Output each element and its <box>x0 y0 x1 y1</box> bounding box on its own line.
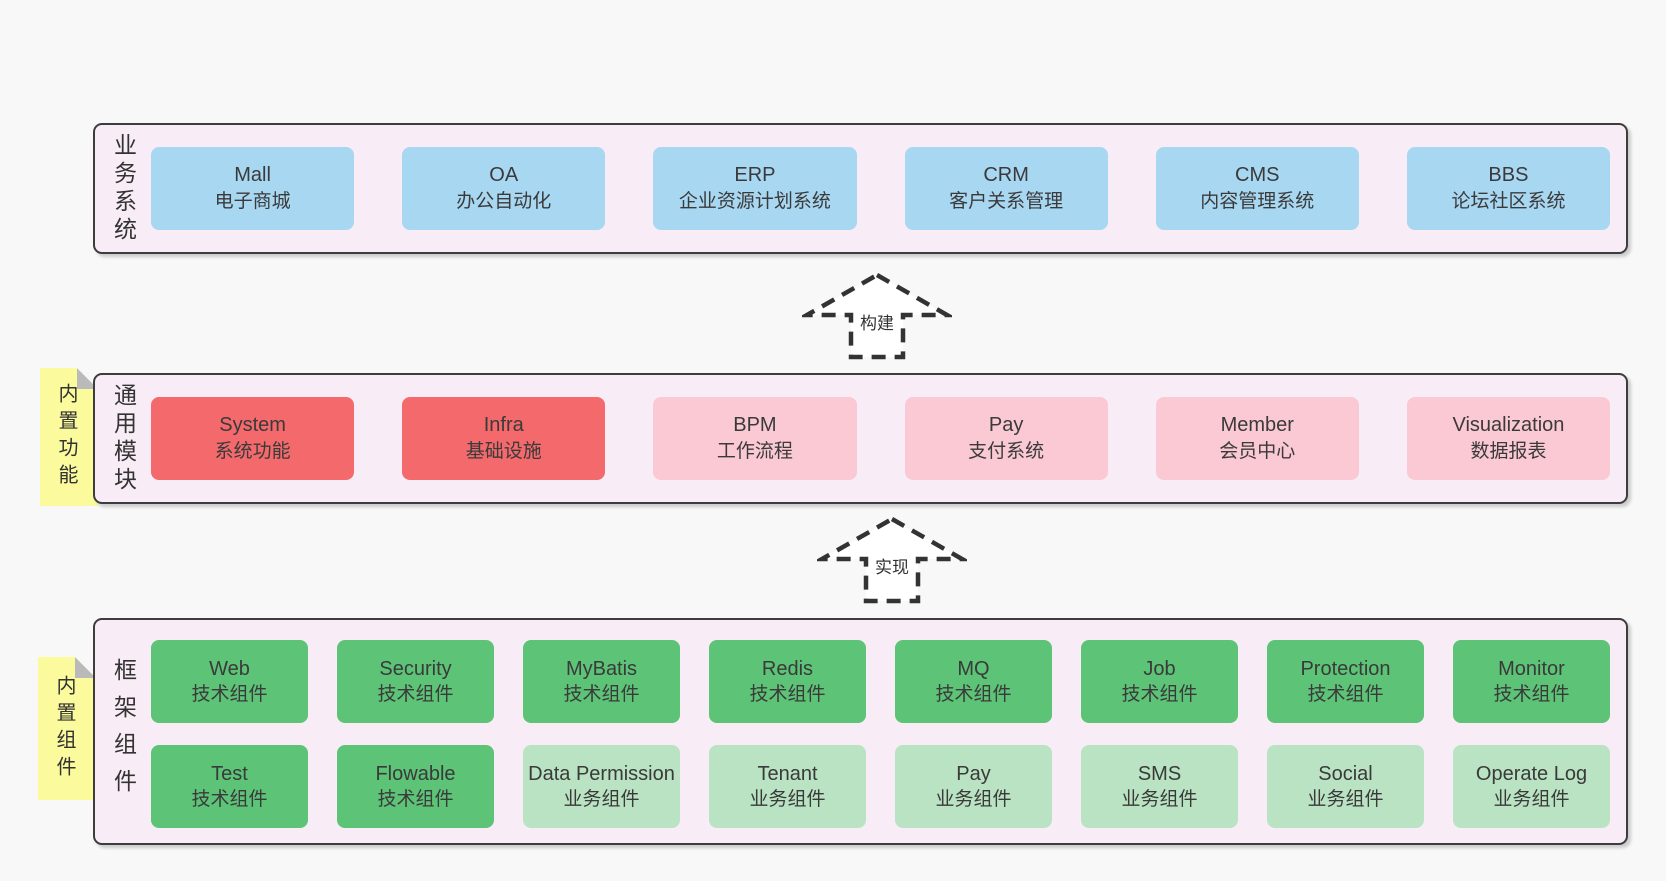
panel-label-common-modules: 通用模块 <box>110 382 137 495</box>
box-data-permission: Data Permission 业务组件 <box>523 745 680 828</box>
panel-business-systems: 业务系统 Mall 电子商城 OA 办公自动化 ERP 企业资源计划系统 CRM… <box>93 123 1628 254</box>
box-flowable: Flowable 技术组件 <box>337 745 494 828</box>
box-operate-log: Operate Log 业务组件 <box>1453 745 1610 828</box>
box-test: Test 技术组件 <box>151 745 308 828</box>
box-pay-biz: Pay 业务组件 <box>895 745 1052 828</box>
sticky-note-label: 内置功能 <box>55 383 77 491</box>
box-member: Member 会员中心 <box>1155 397 1359 480</box>
box-infra: Infra 基础设施 <box>402 397 606 480</box>
box-job: Job 技术组件 <box>1081 640 1238 723</box>
panel-label-framework-components: 框架组件 <box>110 657 137 806</box>
box-redis: Redis 技术组件 <box>709 640 866 723</box>
panel-label-business-systems: 业务系统 <box>110 132 137 245</box>
box-pay: Pay 支付系统 <box>904 397 1108 480</box>
box-monitor: Monitor 技术组件 <box>1453 640 1610 723</box>
box-security: Security 技术组件 <box>337 640 494 723</box>
box-bpm: BPM 工作流程 <box>653 397 857 480</box>
box-system: System 系统功能 <box>151 397 355 480</box>
business-boxes-row: Mall 电子商城 OA 办公自动化 ERP 企业资源计划系统 CRM 客户关系… <box>151 125 1626 252</box>
box-sms: SMS 业务组件 <box>1081 745 1238 828</box>
box-protection: Protection 技术组件 <box>1267 640 1424 723</box>
box-crm: CRM 客户关系管理 <box>904 147 1108 230</box>
arrow-up-implement-icon: 实现 <box>817 514 967 606</box>
sticky-note-label: 内置组件 <box>53 674 75 783</box>
modules-boxes-row: System 系统功能 Infra 基础设施 BPM 工作流程 Pay 支付系统… <box>151 375 1626 502</box>
box-mall: Mall 电子商城 <box>151 147 355 230</box>
box-visualization: Visualization 数据报表 <box>1406 397 1611 480</box>
components-boxes-grid: Web 技术组件 Security 技术组件 MyBatis 技术组件 Redi… <box>151 620 1626 843</box>
box-mq: MQ 技术组件 <box>895 640 1052 723</box>
sticky-note-builtin-components: 内置组件 <box>38 657 96 800</box>
box-oa: OA 办公自动化 <box>402 147 606 230</box>
box-bbs: BBS 论坛社区系统 <box>1406 147 1611 230</box>
sticky-note-builtin-features: 内置功能 <box>40 368 98 506</box>
arrow-build-label: 构建 <box>857 308 897 335</box>
box-tenant: Tenant 业务组件 <box>709 745 866 828</box>
box-erp: ERP 企业资源计划系统 <box>653 147 857 230</box>
box-web: Web 技术组件 <box>151 640 308 723</box>
box-mybatis: MyBatis 技术组件 <box>523 640 680 723</box>
panel-common-modules: 通用模块 System 系统功能 Infra 基础设施 BPM 工作流程 Pay… <box>93 373 1628 504</box>
box-cms: CMS 内容管理系统 <box>1155 147 1359 230</box>
box-social: Social 业务组件 <box>1267 745 1424 828</box>
arrow-implement-label: 实现 <box>872 552 912 579</box>
panel-framework-components: 框架组件 Web 技术组件 Security 技术组件 MyBatis 技术组件… <box>93 618 1628 845</box>
arrow-up-build-icon: 构建 <box>802 270 952 362</box>
